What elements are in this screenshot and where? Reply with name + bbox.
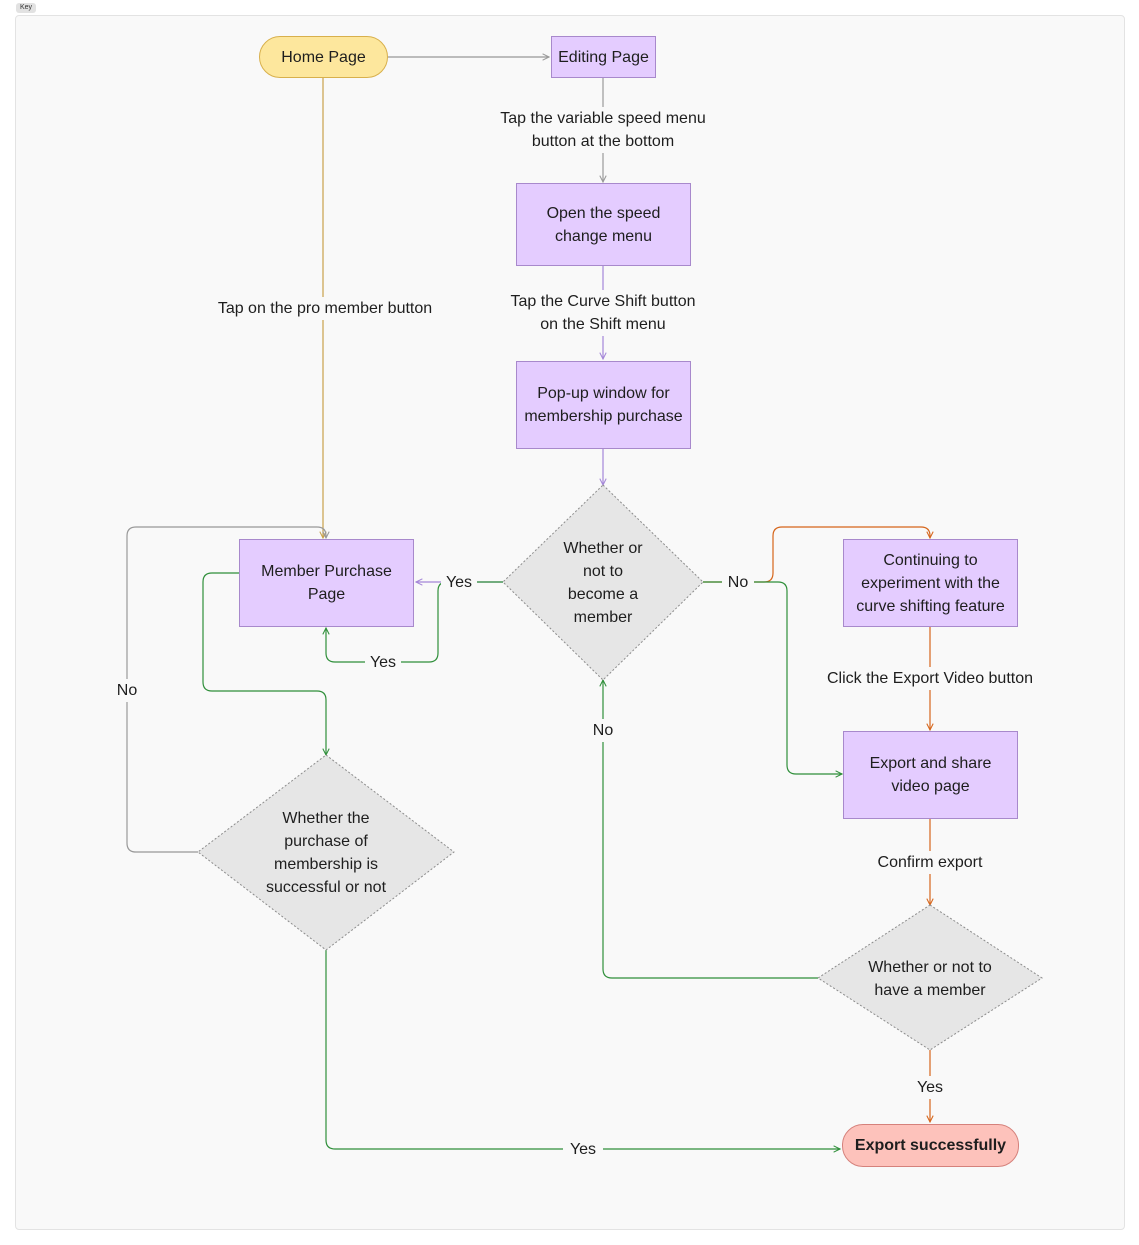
node-export-share-page[interactable]: Export and share video page <box>843 731 1018 819</box>
edge-member-purchase <box>202 572 326 755</box>
label-no-left: No <box>112 679 142 702</box>
node-export-successfully[interactable]: Export successfully <box>842 1124 1019 1167</box>
decision-text-whether-have: Whether or not to have a member <box>868 959 992 999</box>
decision-whether-have <box>817 904 1043 1051</box>
label-tap-variable: Tap the variable speed menu button at th… <box>500 107 706 153</box>
label-no-member: No <box>722 571 754 594</box>
edge-yes-loop <box>326 581 503 663</box>
label-tap-curve: Tap the Curve Shift button on the Shift … <box>500 290 706 336</box>
label-click-export: Click the Export Video button <box>820 667 1040 690</box>
label-yes-purchase: Yes <box>563 1138 603 1161</box>
node-popup-membership[interactable]: Pop-up window for membership purchase <box>516 361 691 449</box>
label-tap-pro: Tap on the pro member button <box>213 297 437 320</box>
decision-text-whether-member: Whether or not to become a member <box>563 539 643 626</box>
decision-whether-member <box>502 484 704 681</box>
node-editing-page[interactable]: Editing Page <box>551 36 656 78</box>
edge-no-continuing <box>703 526 930 583</box>
label-confirm-export: Confirm export <box>870 851 990 874</box>
label-yes-have: Yes <box>912 1076 948 1099</box>
node-home-page[interactable]: Home Page <box>259 36 388 78</box>
edge-no-export <box>703 581 842 774</box>
label-yes-member: Yes <box>441 571 477 594</box>
edge-yes-purchase <box>325 950 840 1149</box>
decision-whether-purchase <box>197 754 455 951</box>
decision-text-whether-purchase: Whether the purchase of membership is su… <box>265 809 387 896</box>
key-label: Key <box>16 3 37 13</box>
label-yes-loop: Yes <box>365 651 401 674</box>
node-member-purchase-page[interactable]: Member Purchase Page <box>239 539 414 627</box>
node-open-speed-menu[interactable]: Open the speed change menu <box>516 183 691 266</box>
node-continuing-experiment[interactable]: Continuing to experiment with the curve … <box>843 539 1018 627</box>
label-no-have: No <box>588 719 618 742</box>
edge-no-have <box>603 680 818 979</box>
edge-no-left <box>126 526 326 853</box>
